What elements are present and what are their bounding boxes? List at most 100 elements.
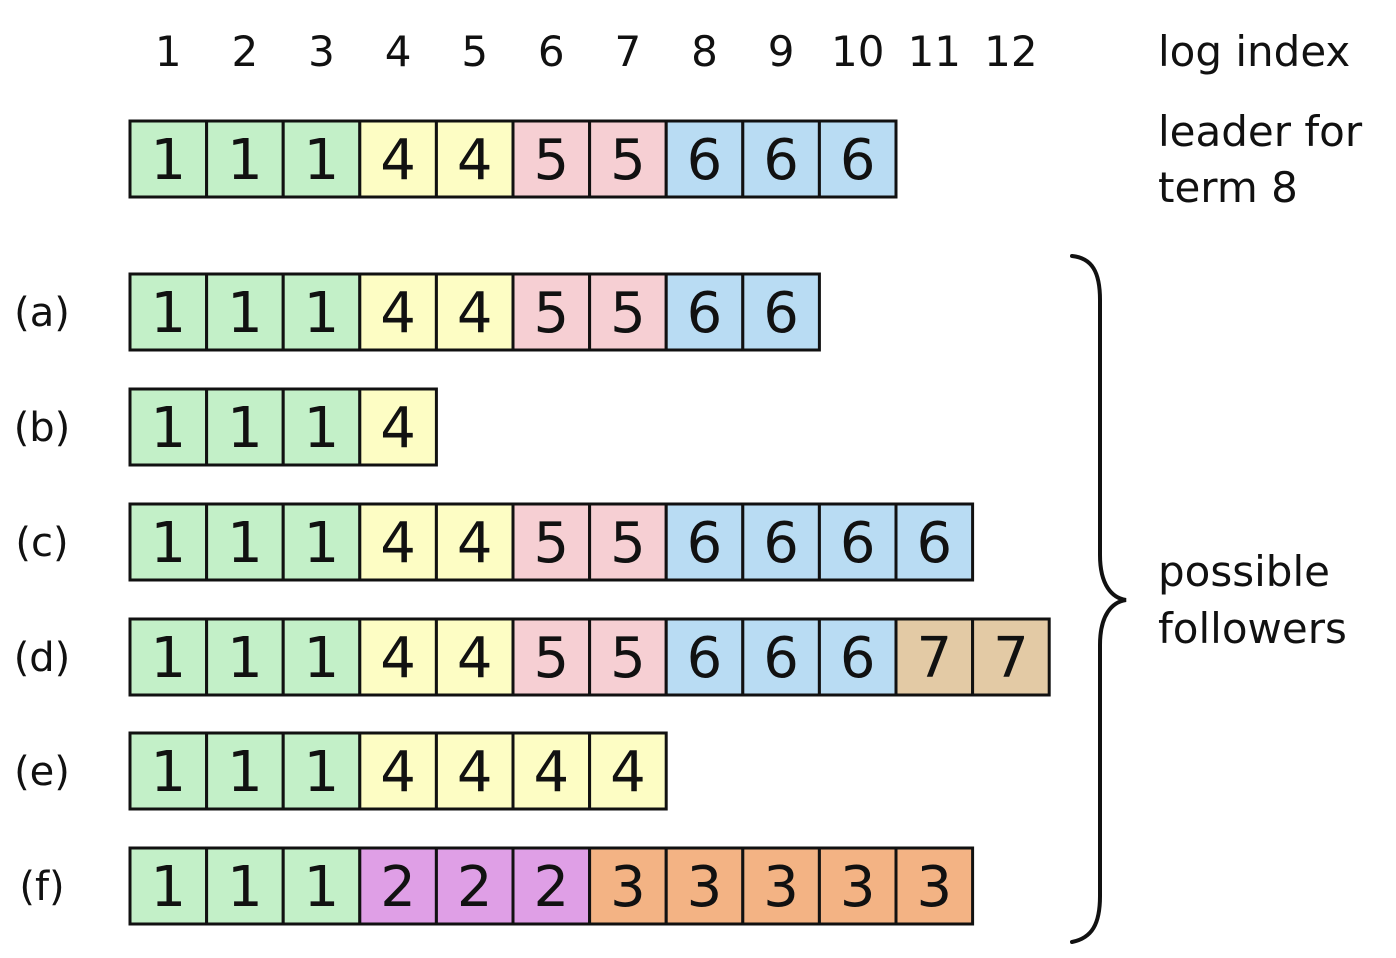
follower-5-entry-1-term: 1: [150, 855, 186, 920]
follower-3-entry-3-term: 1: [304, 626, 340, 691]
follower-0-entry-6-term: 5: [533, 281, 569, 346]
follower-2-entry-6-term: 5: [533, 511, 569, 576]
follower-3-entry-11-term: 7: [916, 626, 952, 691]
follower-3-entry-2-box: [205, 617, 285, 697]
leader-label-line1: leader for: [1158, 107, 1363, 156]
followers-label-line2: followers: [1158, 604, 1347, 653]
log-index-8: 8: [691, 27, 718, 76]
follower-2-entry-8-term: 6: [687, 511, 723, 576]
follower-2-entry-11-term: 6: [916, 511, 952, 576]
log-index-9: 9: [768, 27, 795, 76]
follower-3-entry-4-term: 4: [380, 626, 416, 691]
follower-0-entry-3-term: 1: [304, 281, 340, 346]
follower-1-entry-1-term: 1: [150, 396, 186, 461]
follower-1-entry-3-box: [281, 387, 362, 467]
follower-2-entry-11-box: [894, 502, 975, 582]
follower-4-entry-5-term: 4: [457, 740, 493, 805]
follower-1-entry-3-term: 1: [304, 396, 340, 461]
follower-4-entry-4-term: 4: [380, 740, 416, 805]
follower-0-entry-6-box: [511, 272, 592, 352]
log-index-7: 7: [615, 27, 642, 76]
follower-5-entry-4-box: [358, 846, 438, 926]
follower-4-entry-7-box: [588, 731, 668, 811]
follower-0-entry-5-term: 4: [457, 281, 493, 346]
follower-label: (c): [15, 520, 68, 566]
follower-5-entry-11-term: 3: [916, 855, 952, 920]
follower-1-entry-2-box: [205, 387, 285, 467]
follower-3-entry-2-term: 1: [227, 626, 263, 691]
follower-3-entry-6-box: [511, 617, 592, 697]
log-index-10: 10: [831, 27, 884, 76]
leader-entry-3-term: 1: [304, 128, 340, 193]
follower-0-entry-3-box: [281, 272, 362, 352]
follower-4-entry-3-box: [281, 731, 362, 811]
follower-2-entry-5-box: [434, 502, 515, 582]
follower-5-entry-7-term: 3: [610, 855, 646, 920]
follower-5-entry-6-term: 2: [533, 855, 569, 920]
follower-5-entry-2-term: 1: [227, 855, 263, 920]
leader-entry-1-box: [128, 119, 209, 199]
log-index-1: 1: [155, 27, 182, 76]
leader-entry-8-term: 6: [687, 128, 723, 193]
follower-5-entry-7-box: [588, 846, 668, 926]
follower-4-entry-4-box: [358, 731, 438, 811]
log-index-2: 2: [232, 27, 259, 76]
log-index-11: 11: [908, 27, 961, 76]
follower-3-entry-4-box: [358, 617, 438, 697]
leader-entry-3-box: [281, 119, 362, 199]
follower-4-entry-1-term: 1: [150, 740, 186, 805]
follower-2-entry-1-term: 1: [150, 511, 186, 576]
follower-5-entry-5-term: 2: [457, 855, 493, 920]
follower-1-entry-4-term: 4: [380, 396, 416, 461]
follower-2-entry-2-term: 1: [227, 511, 263, 576]
leader-entry-5-box: [434, 119, 515, 199]
follower-5-entry-10-term: 3: [840, 855, 876, 920]
follower-5-entry-8-box: [664, 846, 745, 926]
follower-5-entry-9-term: 3: [763, 855, 799, 920]
follower-3-entry-8-box: [664, 617, 745, 697]
follower-4-entry-3-term: 1: [304, 740, 340, 805]
leader-entry-8-box: [664, 119, 745, 199]
follower-0-entry-4-box: [358, 272, 438, 352]
leader-entry-10-box: [817, 119, 898, 199]
follower-2-entry-5-term: 4: [457, 511, 493, 576]
log-index-6: 6: [538, 27, 565, 76]
follower-label: (f): [19, 864, 64, 910]
follower-1-entry-1-box: [128, 387, 209, 467]
follower-5-entry-2-box: [205, 846, 285, 926]
follower-5-entry-11-box: [894, 846, 975, 926]
follower-0-entry-7-term: 5: [610, 281, 646, 346]
log-index-3: 3: [308, 27, 335, 76]
follower-1-entry-4-box: [358, 387, 438, 467]
follower-2-entry-6-box: [511, 502, 592, 582]
follower-3-entry-11-box: [894, 617, 975, 697]
followers-label-line1: possible: [1158, 547, 1330, 596]
follower-3-entry-3-box: [281, 617, 362, 697]
follower-2-entry-4-box: [358, 502, 438, 582]
follower-5-entry-6-box: [511, 846, 592, 926]
follower-3-entry-7-term: 5: [610, 626, 646, 691]
follower-5-entry-3-box: [281, 846, 362, 926]
follower-4-entry-7-term: 4: [610, 740, 646, 805]
leader-entry-5-term: 4: [457, 128, 493, 193]
leader-entry-2-box: [205, 119, 285, 199]
leader-entry-9-term: 6: [763, 128, 799, 193]
leader-entry-9-box: [741, 119, 821, 199]
leader-entry-6-box: [511, 119, 592, 199]
log-index-12: 12: [984, 27, 1037, 76]
leader-entry-2-term: 1: [227, 128, 263, 193]
follower-label: (e): [14, 749, 70, 795]
follower-3-entry-5-term: 4: [457, 626, 493, 691]
log-index-label: log index: [1158, 27, 1350, 76]
leader-entry-1-term: 1: [150, 128, 186, 193]
leader-label-line2: term 8: [1158, 163, 1298, 212]
follower-5-entry-4-term: 2: [380, 855, 416, 920]
follower-3-entry-1-box: [128, 617, 209, 697]
follower-3-entry-9-term: 6: [763, 626, 799, 691]
follower-0-entry-8-term: 6: [687, 281, 723, 346]
